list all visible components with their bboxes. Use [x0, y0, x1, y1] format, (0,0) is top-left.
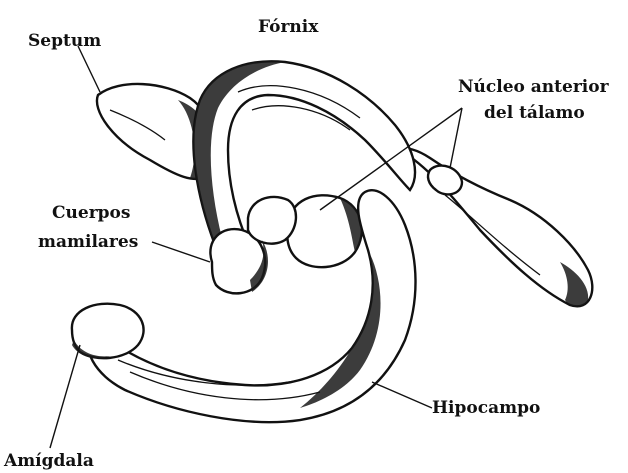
leader-nucleo-b: [450, 108, 462, 168]
label-septum: Septum: [28, 31, 101, 51]
label-del-talamo: del tálamo: [484, 103, 585, 123]
amygdala: [72, 304, 144, 359]
label-nucleo-anterior: Núcleo anterior: [458, 77, 610, 97]
label-cuerpos: Cuerpos: [52, 203, 130, 223]
leader-amigdala: [50, 345, 80, 448]
leader-septum: [78, 46, 100, 92]
leader-cuerpos: [152, 242, 210, 262]
label-fornix: Fórnix: [258, 17, 319, 37]
fornix-posterior-limb: [400, 148, 592, 306]
label-hipocampo: Hipocampo: [432, 398, 540, 418]
leader-hipocampo: [372, 382, 432, 408]
label-amigdala: Amígdala: [3, 451, 94, 471]
label-mamilares: mamilares: [38, 232, 138, 252]
